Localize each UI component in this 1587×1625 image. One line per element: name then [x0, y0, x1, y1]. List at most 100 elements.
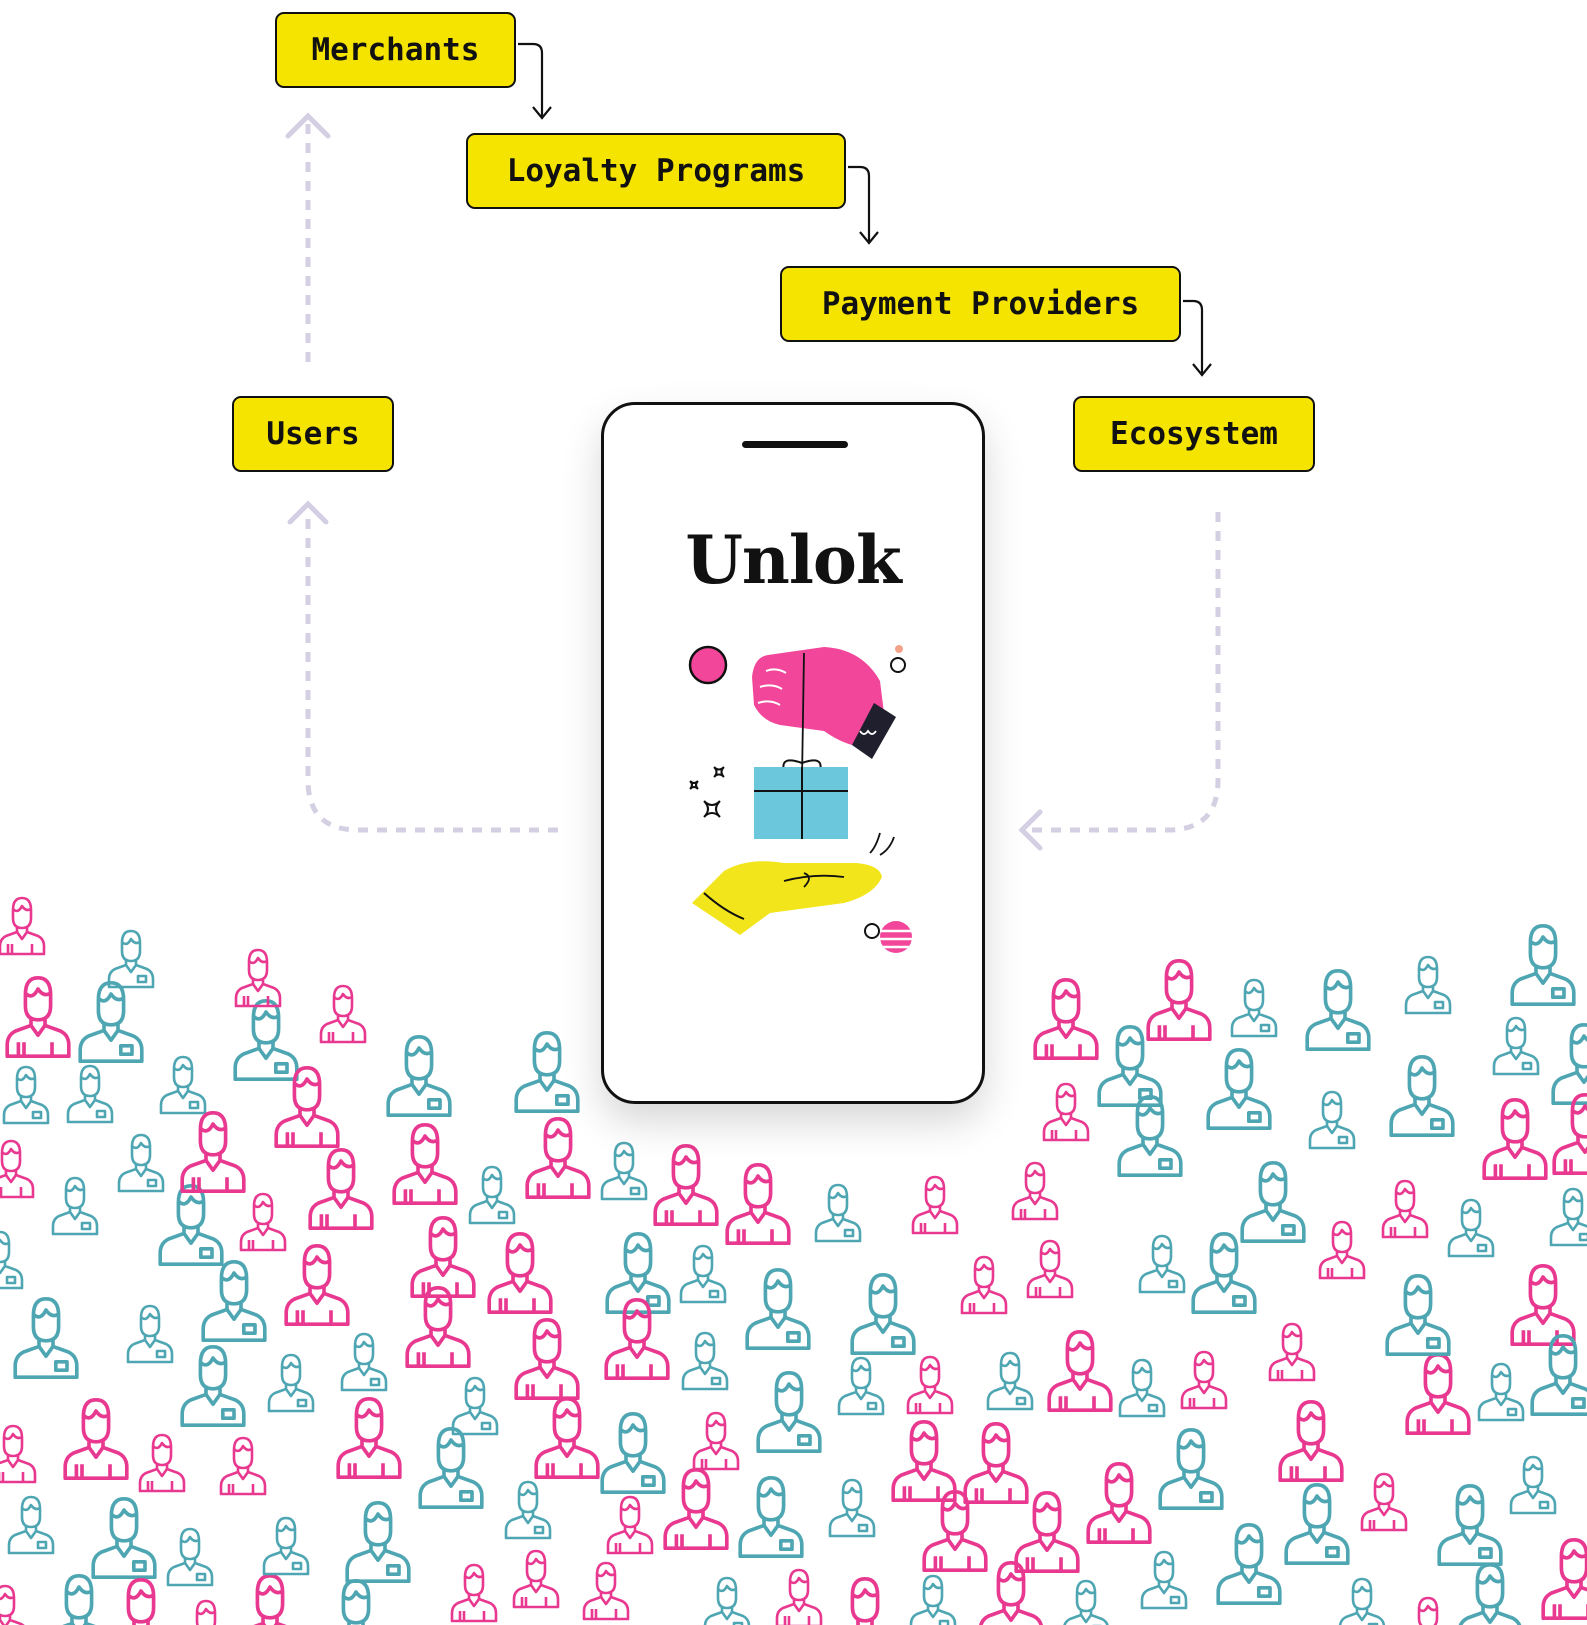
person-icon: [850, 1576, 880, 1625]
person-icon: [1284, 1482, 1350, 1566]
person-icon: [267, 1353, 315, 1413]
arrow-payment-to-ecosystem: [1183, 299, 1204, 373]
person-icon: [775, 1568, 823, 1625]
person-icon: [1117, 1094, 1183, 1178]
node-payment-providers: Payment Providers: [780, 266, 1181, 342]
person-icon: [1381, 1179, 1429, 1239]
person-icon: [405, 1285, 471, 1369]
person-icon: [0, 896, 46, 956]
dashed-arrow-ecosystem-to-phone: [1030, 512, 1221, 833]
brand-logo: Unlok: [685, 521, 901, 599]
person-icon: [1389, 1054, 1455, 1138]
person-icon: [814, 1183, 862, 1243]
arrow-loyalty-to-payment: [848, 165, 871, 241]
person-icon: [1278, 1399, 1344, 1483]
phone-mockup: Unlok: [601, 402, 985, 1104]
node-users: Users: [232, 396, 394, 472]
person-icon: [1097, 1024, 1163, 1108]
person-icon: [1026, 1239, 1074, 1299]
person-icon: [51, 1176, 99, 1236]
person-icon: [1216, 1522, 1282, 1606]
person-icon: [681, 1331, 729, 1391]
person-icon: [653, 1143, 719, 1227]
person-icon: [725, 1162, 791, 1246]
person-icon: [0, 1230, 24, 1290]
person-icon: [308, 1147, 374, 1231]
person-icon: [582, 1561, 630, 1621]
person-icon: [239, 1192, 287, 1252]
person-icon: [1033, 977, 1099, 1061]
person-icon: [274, 1065, 340, 1149]
person-icon: [963, 1421, 1029, 1505]
person-icon: [166, 1527, 214, 1587]
person-icon: [1014, 1490, 1080, 1574]
person-icon: [1180, 1350, 1228, 1410]
person-icon: [756, 1370, 822, 1454]
giving-hand-icon: [752, 647, 896, 759]
person-icon: [117, 1133, 165, 1193]
person-icon: [319, 984, 367, 1044]
ring-icon: [890, 657, 906, 673]
person-icon: [525, 1116, 591, 1200]
person-icon: [1047, 1329, 1113, 1413]
person-icon: [62, 1573, 96, 1625]
sparkle-icon: [689, 766, 725, 818]
person-icon: [451, 1376, 499, 1436]
person-icon: [126, 1304, 174, 1364]
person-icon: [450, 1563, 498, 1623]
person-icon: [922, 1489, 988, 1573]
person-icon: [891, 1419, 957, 1503]
person-icon: [1011, 1161, 1059, 1221]
person-icon: [7, 1495, 55, 1555]
person-icon: [340, 1332, 388, 1392]
person-icon: [345, 1500, 411, 1584]
person-icon: [837, 1356, 885, 1416]
person-icon: [138, 1433, 186, 1493]
person-icon: [1477, 1362, 1525, 1422]
person-icon: [1305, 968, 1371, 1052]
person-icon: [418, 1426, 484, 1510]
person-icon: [600, 1141, 648, 1201]
person-icon: [1530, 1333, 1587, 1417]
person-icon: [63, 1397, 129, 1481]
striped-ball-icon: [864, 921, 912, 953]
person-icon: [828, 1478, 876, 1538]
person-icon: [1118, 1358, 1166, 1418]
person-icon: [392, 1122, 458, 1206]
person-icon: [410, 1215, 476, 1299]
person-icon: [909, 1574, 957, 1625]
person-icon: [1063, 1579, 1109, 1625]
person-icon: [195, 1599, 217, 1625]
person-icon: [78, 980, 144, 1064]
person-icon: [91, 1496, 157, 1580]
person-icon: [284, 1243, 350, 1327]
person-icon: [1509, 1455, 1557, 1515]
person-icon: [1138, 1234, 1186, 1294]
person-icon: [336, 1396, 402, 1480]
person-icon: [960, 1255, 1008, 1315]
person-icon: [1268, 1322, 1316, 1382]
person-icon: [0, 1139, 35, 1199]
person-icon: [1086, 1461, 1152, 1545]
person-icon: [703, 1576, 751, 1625]
person-icon: [692, 1411, 740, 1471]
person-icon: [1404, 955, 1452, 1015]
person-icon: [13, 1296, 79, 1380]
person-icon: [1308, 1090, 1356, 1150]
person-icon: [487, 1231, 553, 1315]
person-icon: [1510, 923, 1576, 1007]
person-icon: [850, 1272, 916, 1356]
node-loyalty-programs: Loyalty Programs: [466, 133, 846, 209]
person-icon: [663, 1467, 729, 1551]
person-icon: [1191, 1231, 1257, 1315]
phone-speaker: [742, 441, 848, 448]
person-icon: [233, 998, 299, 1082]
person-icon: [234, 948, 282, 1008]
person-icon: [906, 1355, 954, 1415]
person-icon: [679, 1244, 727, 1304]
person-icon: [159, 1055, 207, 1115]
person-icon: [1146, 958, 1212, 1042]
person-icon: [1230, 978, 1278, 1038]
person-icon: [126, 1577, 156, 1625]
